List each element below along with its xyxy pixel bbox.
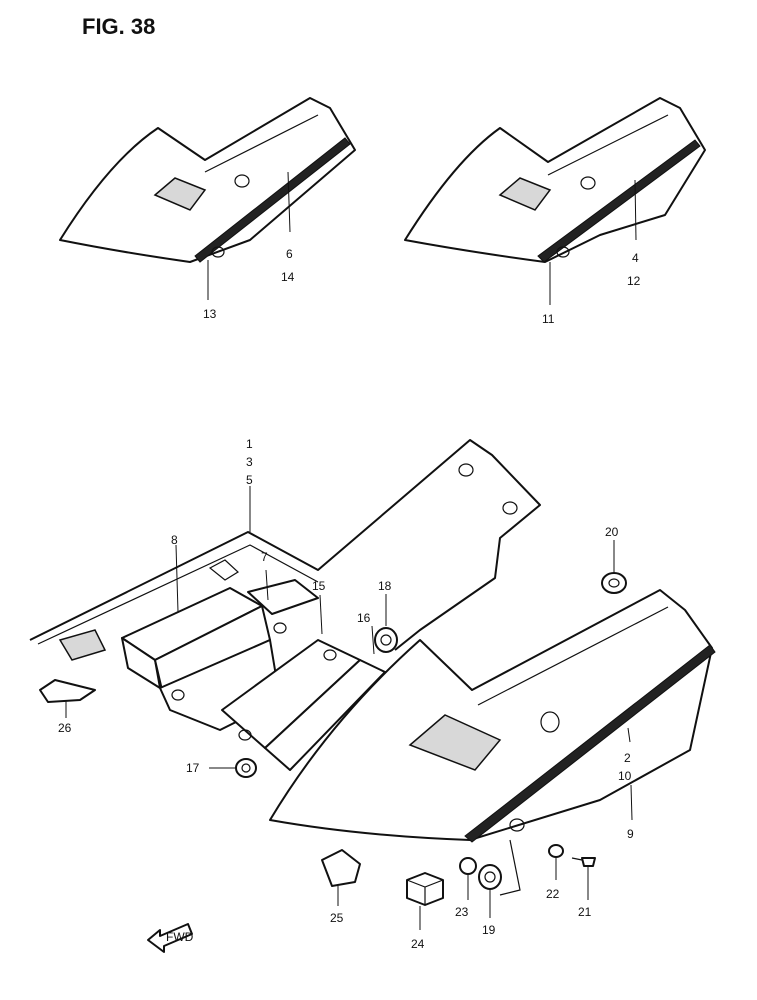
- callout-7: 7: [261, 550, 268, 564]
- front-direction-label: FWD: [166, 930, 194, 944]
- side-cover-upper-right: [404, 97, 706, 263]
- callout-4: 4: [632, 251, 639, 265]
- inner-cover-frame: [29, 439, 541, 661]
- callout-22: 22: [546, 887, 560, 901]
- callout-11: 11: [542, 312, 555, 326]
- callout-25: 25: [330, 911, 344, 925]
- callout-1: 1: [246, 437, 253, 451]
- callout-23: 23: [455, 905, 469, 919]
- front-direction-marker: FWD: [147, 923, 194, 953]
- inner-panels: [121, 579, 386, 771]
- callout-19: 19: [482, 923, 496, 937]
- hardware: [39, 572, 627, 906]
- callout-16: 16: [357, 611, 371, 625]
- callout-14: 14: [281, 270, 295, 284]
- callout-24: 24: [411, 937, 425, 951]
- callout-2: 2: [624, 751, 631, 765]
- callout-labels: 13 6 14 11 4 12 1 3 5 8 7 15 18 16 20 17…: [58, 247, 641, 951]
- callout-26: 26: [58, 721, 72, 735]
- leader-lines-upper-left: [207, 171, 291, 300]
- callout-3: 3: [246, 455, 253, 469]
- callout-5: 5: [246, 473, 253, 487]
- callout-12: 12: [627, 274, 641, 288]
- side-cover-main: [269, 589, 716, 843]
- side-cover-upper-left: [59, 97, 356, 263]
- leader-lines-lower: [65, 486, 633, 930]
- callout-20: 20: [605, 525, 619, 539]
- callout-9: 9: [627, 827, 634, 841]
- callout-18: 18: [378, 579, 392, 593]
- callout-15: 15: [312, 579, 326, 593]
- callout-6: 6: [286, 247, 293, 261]
- figure-title: FIG. 38: [82, 14, 156, 39]
- callout-17: 17: [186, 761, 200, 775]
- callout-10: 10: [618, 769, 632, 783]
- leader-lines-upper-right: [549, 179, 637, 305]
- callout-8: 8: [171, 533, 178, 547]
- callout-13: 13: [203, 307, 217, 321]
- callout-21: 21: [578, 905, 592, 919]
